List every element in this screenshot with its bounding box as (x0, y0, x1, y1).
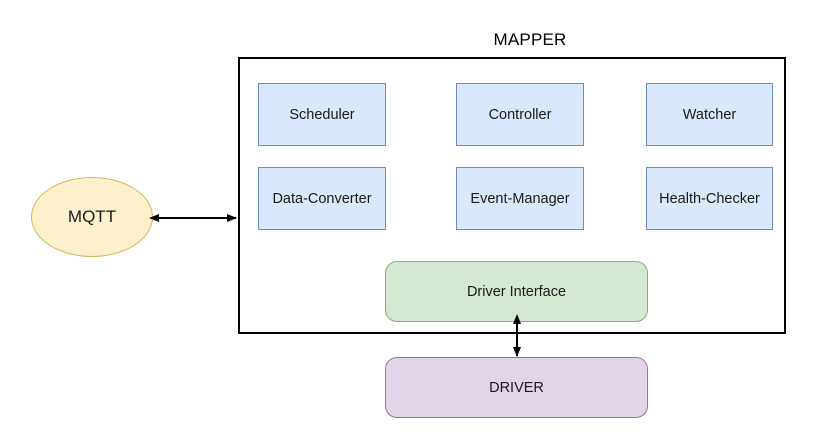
driver-interface-box[interactable]: Driver Interface (385, 261, 648, 322)
mqtt-node[interactable]: MQTT (31, 177, 153, 257)
component-box-controller[interactable]: Controller (456, 83, 584, 146)
mapper-title: MAPPER (493, 30, 567, 49)
component-box-watcher[interactable]: Watcher (646, 83, 773, 146)
driver-box[interactable]: DRIVER (385, 357, 648, 418)
component-box-event-manager[interactable]: Event-Manager (456, 167, 584, 230)
mapper-container (238, 57, 786, 334)
component-box-data-converter[interactable]: Data-Converter (258, 167, 386, 230)
component-box-scheduler[interactable]: Scheduler (258, 83, 386, 146)
component-box-health-checker[interactable]: Health-Checker (646, 167, 773, 230)
